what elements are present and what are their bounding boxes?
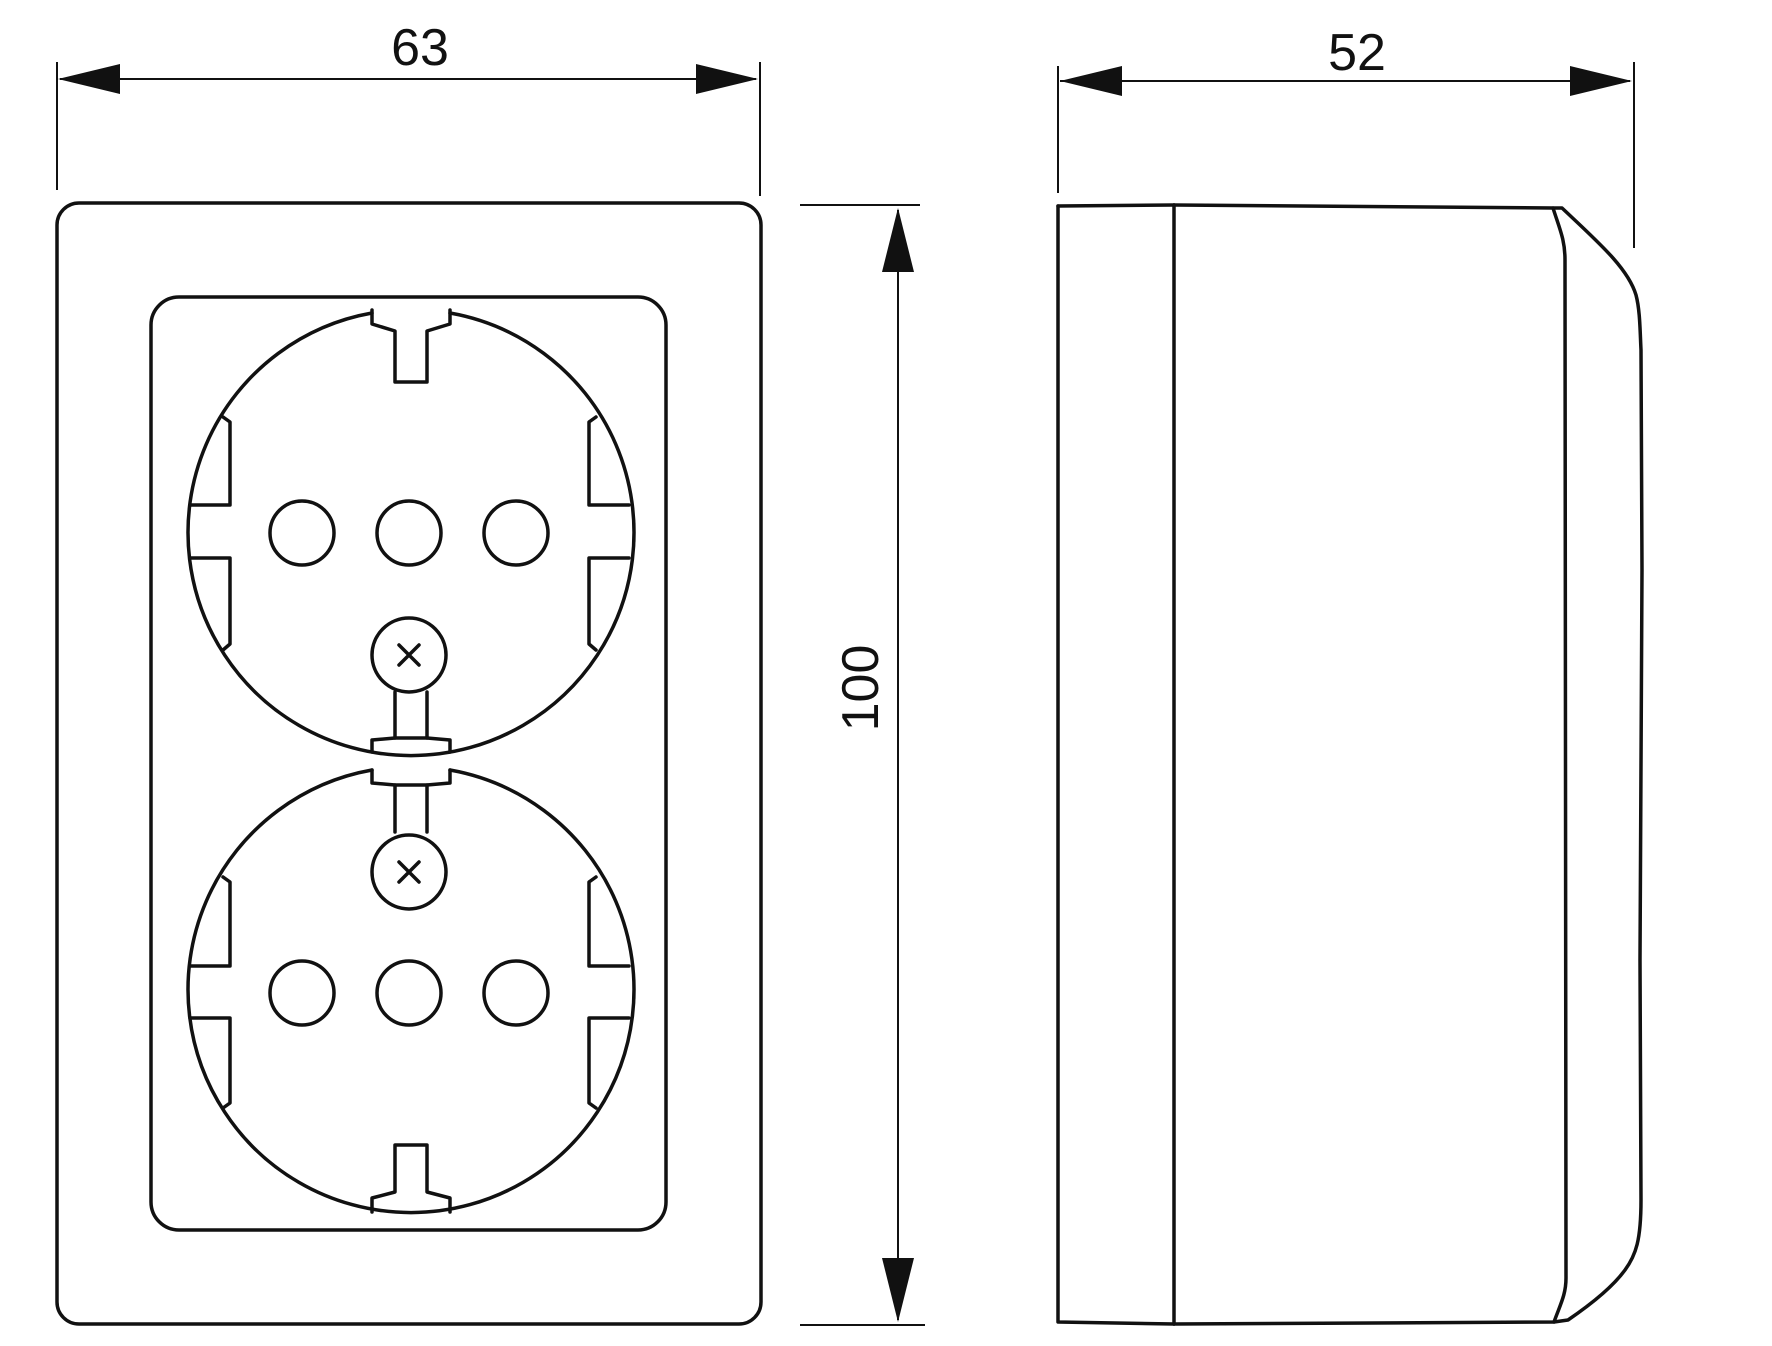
- front-view: [55, 201, 763, 1326]
- side-contact-left-top: [188, 415, 232, 507]
- base-plate-top: [1056, 203, 1176, 208]
- cover-outline: [1172, 203, 1644, 1326]
- bridge-upper: [393, 690, 429, 740]
- dimension-depth-side: 52: [1057, 24, 1635, 248]
- dimension-width-front: 63: [56, 19, 761, 196]
- arrowhead-right: [1570, 66, 1632, 96]
- arrowhead-bottom: [882, 1258, 914, 1322]
- inner-frame: [149, 295, 668, 1232]
- socket-lower: [186, 768, 636, 1215]
- dimension-label-width: 63: [391, 19, 449, 77]
- screw-icon: [370, 616, 448, 694]
- top-clip-lower: [370, 768, 452, 787]
- dimension-label-depth: 52: [1328, 24, 1386, 82]
- pin-hole-left: [268, 959, 336, 1027]
- side-contact-right-bottom: [587, 556, 631, 652]
- socket-upper: [186, 308, 636, 758]
- earth-clip-bottom: [370, 1143, 452, 1214]
- pin-hole-center: [375, 959, 443, 1027]
- screw-slot: [397, 643, 421, 667]
- pin-hole-center: [375, 499, 443, 567]
- bottom-clip-upper: [370, 736, 452, 754]
- base-plate-outline: [1056, 204, 1176, 1326]
- pin-hole-right: [482, 959, 550, 1027]
- cover-edge-line: [1551, 206, 1568, 1324]
- side-contact-right-top: [587, 875, 631, 968]
- side-contact-left-bottom: [188, 1016, 232, 1110]
- arrowhead-right: [696, 64, 758, 94]
- side-contact-left-bottom: [188, 556, 232, 652]
- socket-rim: [186, 768, 636, 1215]
- arrowhead-left: [58, 64, 120, 94]
- screw-icon: [370, 833, 448, 911]
- side-contact-right-bottom: [587, 1016, 631, 1110]
- side-contact-left-top: [188, 875, 232, 968]
- arrowhead-top: [882, 208, 914, 272]
- side-contact-right-top: [587, 415, 631, 507]
- pin-hole-right: [482, 499, 550, 567]
- outer-frame: [55, 201, 763, 1326]
- dimension-height: 100: [800, 204, 925, 1326]
- socket-rim: [186, 311, 636, 758]
- screw-slot: [397, 860, 421, 884]
- side-view: [1056, 203, 1644, 1326]
- dimension-label-height: 100: [832, 645, 890, 732]
- bridge-lower: [393, 783, 429, 834]
- earth-clip-top: [370, 308, 452, 384]
- arrowhead-left: [1060, 66, 1122, 96]
- pin-hole-left: [268, 499, 336, 567]
